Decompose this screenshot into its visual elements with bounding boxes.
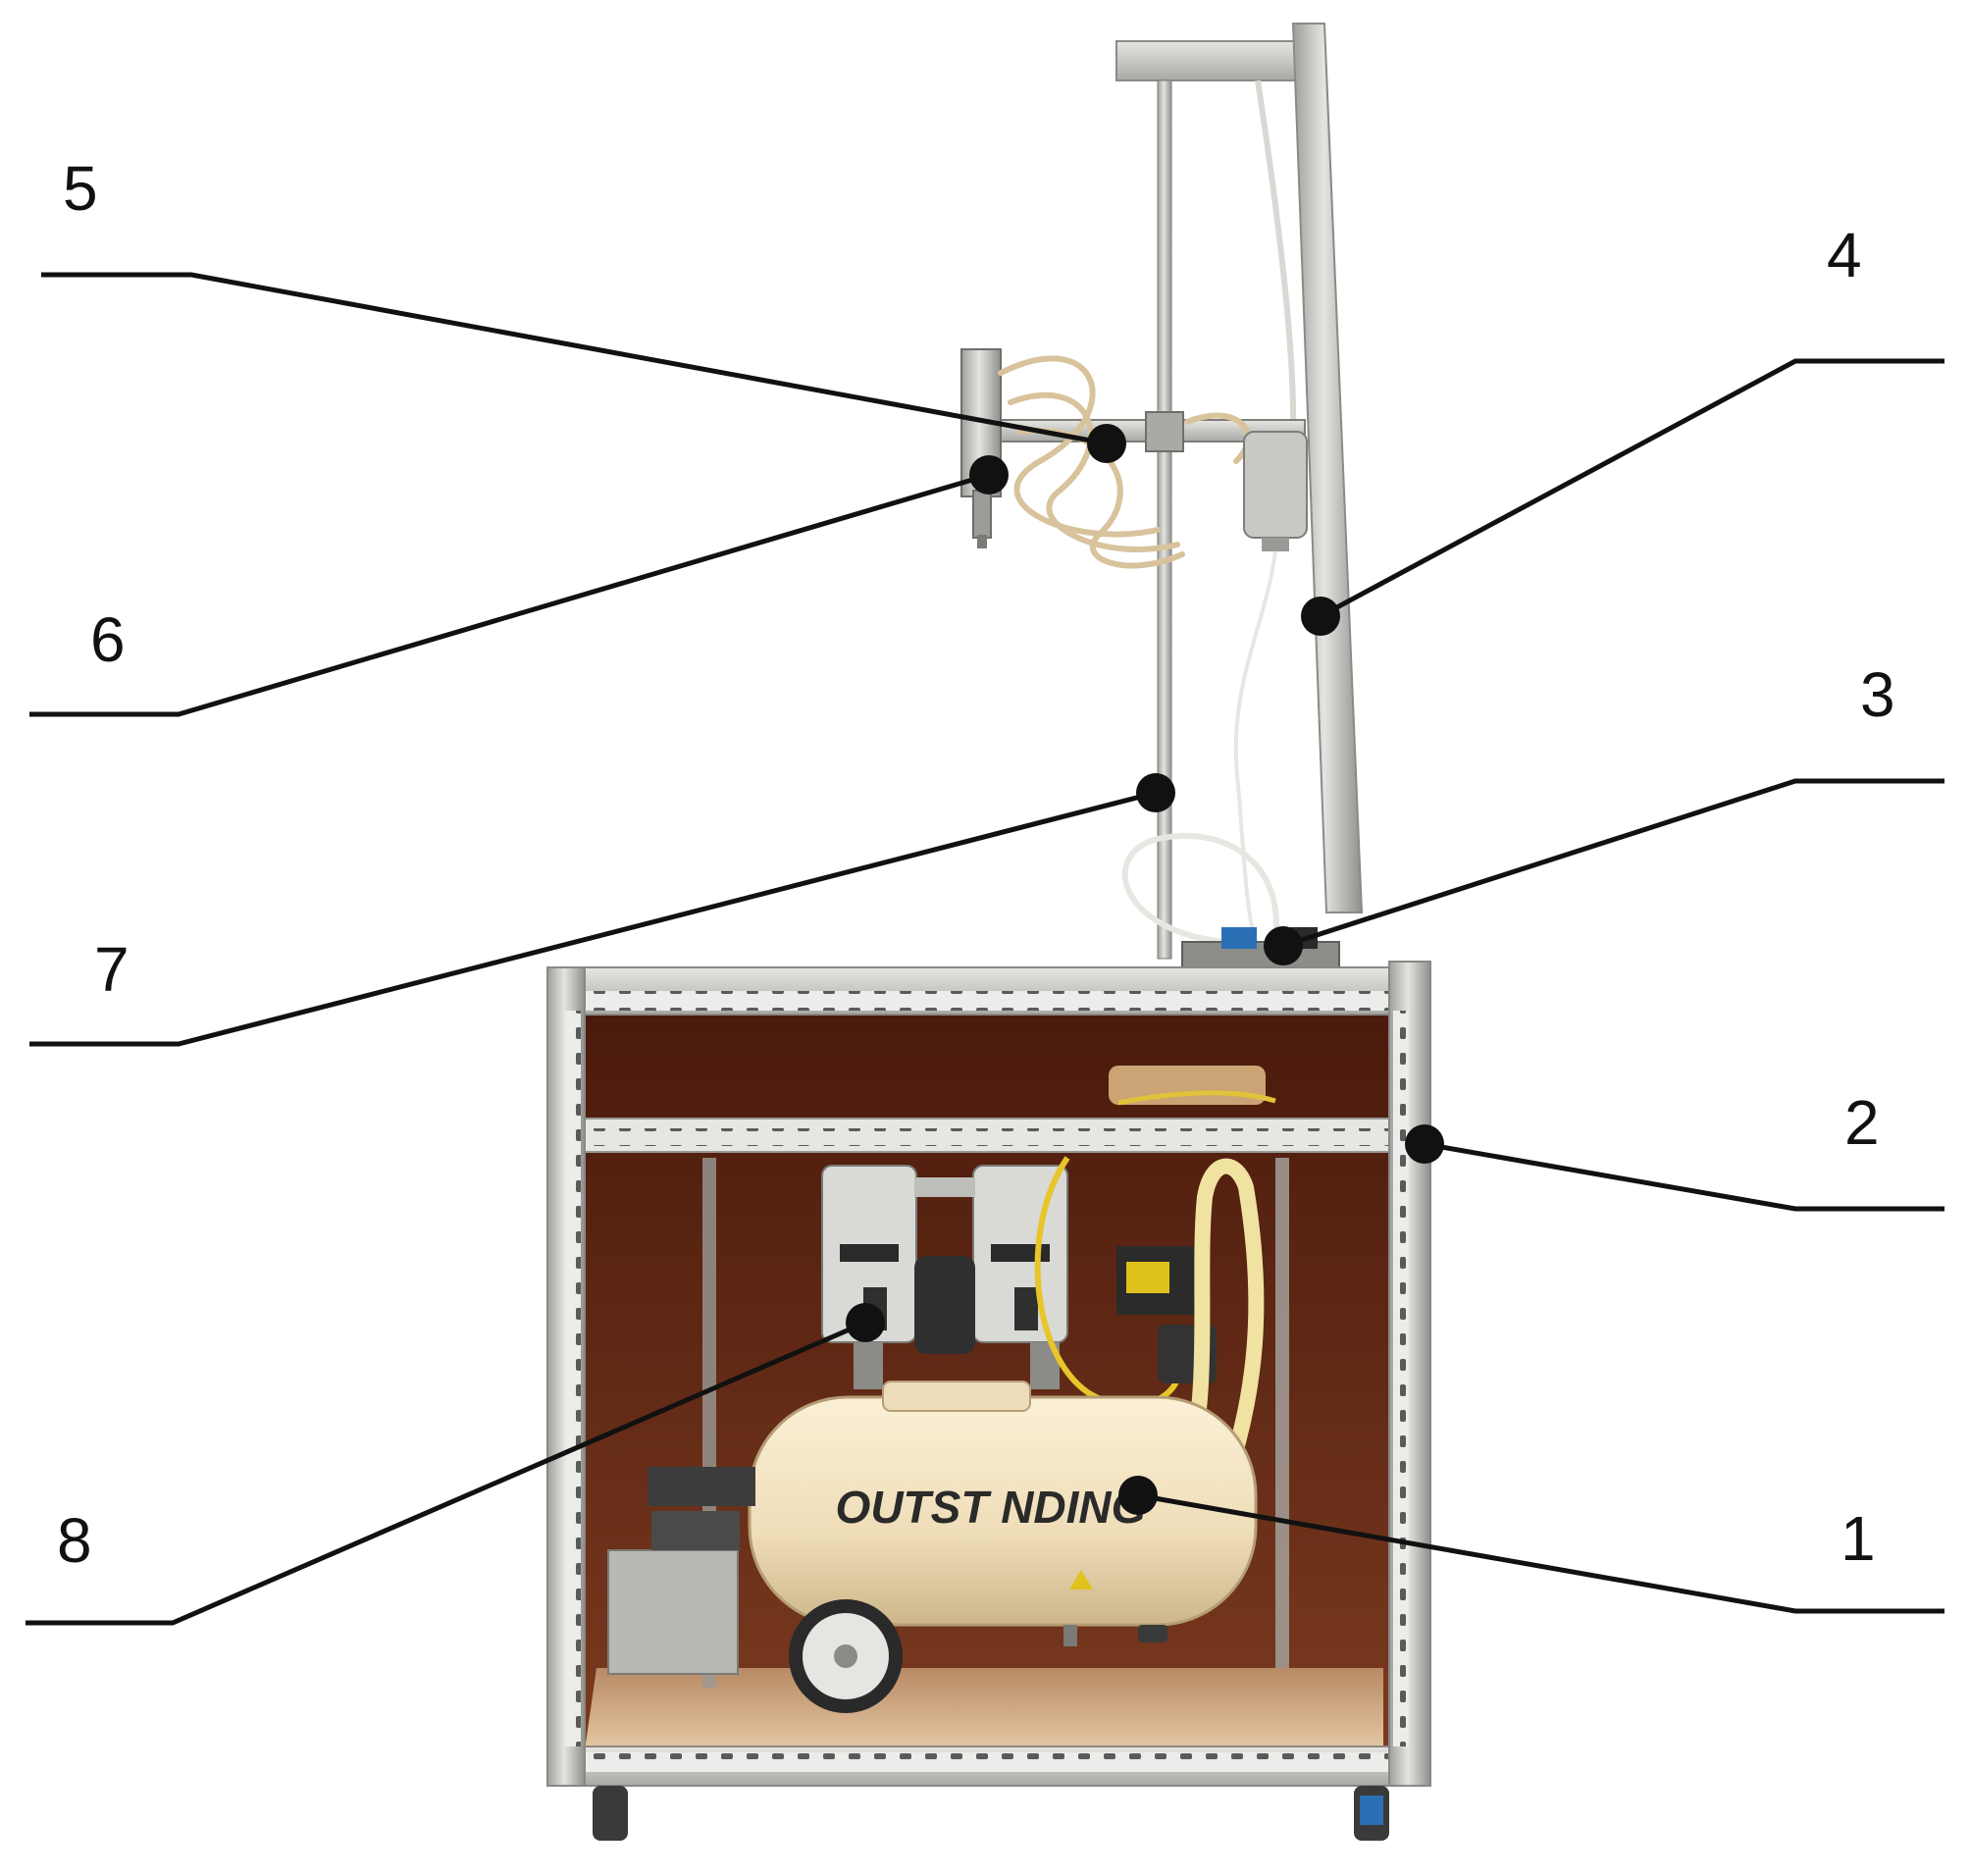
callout-line-2: [1424, 1141, 1944, 1212]
label-8: 8: [57, 1505, 92, 1576]
callout-line-6: [29, 472, 990, 717]
callout-dot-3: [1264, 926, 1303, 965]
label-3: 3: [1860, 659, 1895, 730]
outlet-hose: [1179, 1158, 1265, 1489]
caster-left: [593, 1786, 628, 1841]
vertical-rod: [1157, 79, 1172, 960]
callout-dot-7: [1136, 773, 1175, 812]
callout-line-3: [1282, 778, 1944, 949]
callout-line-4: [1319, 358, 1944, 619]
stand-top-bar: [1115, 40, 1322, 81]
stand: [1115, 23, 1364, 960]
label-5: 5: [63, 153, 98, 224]
label-6: 6: [90, 604, 126, 675]
upper-compartment-parts: [1109, 1066, 1276, 1106]
callout-dots: [846, 424, 1444, 1515]
tank-brand-text: OUTST NDING: [836, 1482, 1147, 1533]
compressor-tank: OUTST NDING: [748, 1381, 1258, 1646]
label-4: 4: [1827, 220, 1862, 290]
callout-dot-4: [1301, 597, 1340, 636]
callout-dot-6: [969, 455, 1009, 495]
callout-line-7: [29, 790, 1157, 1047]
hanging-cable: [1255, 79, 1297, 433]
yellow-cable: [1034, 1156, 1182, 1409]
control-cable: [1233, 550, 1277, 943]
label-2: 2: [1844, 1087, 1880, 1158]
cabinet-floor: [585, 1668, 1383, 1750]
tank-wheel: [789, 1599, 903, 1713]
callout-dot-2: [1405, 1124, 1444, 1164]
label-7: 7: [94, 934, 130, 1005]
callout-line-8: [26, 1320, 866, 1626]
loop-tube: [1121, 832, 1280, 945]
compressor-head: [821, 1165, 1068, 1389]
callout-line-5: [41, 272, 1108, 446]
hanging-valve-box: [1243, 431, 1308, 551]
callout-dot-8: [846, 1303, 885, 1342]
air-tubes: [998, 355, 1251, 569]
label-1: 1: [1840, 1503, 1876, 1574]
callout-line-1: [1137, 1492, 1944, 1614]
callout-dot-1: [1118, 1476, 1158, 1515]
callout-lines: [26, 272, 1944, 1626]
callout-dot-5: [1087, 424, 1126, 463]
nozzle-holder: [960, 348, 1002, 548]
storage-box: [607, 1467, 755, 1675]
